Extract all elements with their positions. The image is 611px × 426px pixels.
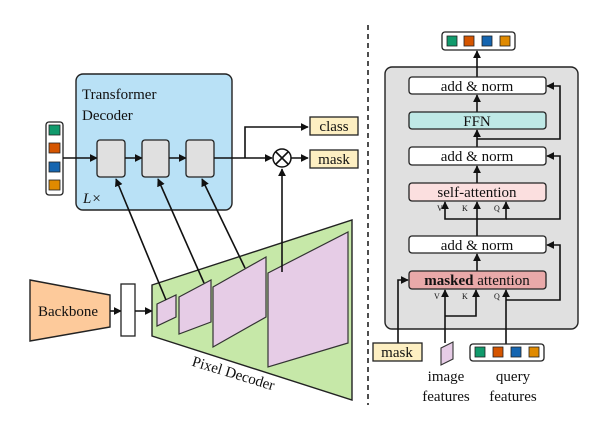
add-norm-bottom: [408, 235, 547, 254]
query-features-label: features: [489, 389, 537, 405]
query-tokens-input: [469, 343, 545, 362]
masked-attention-block: [408, 270, 547, 290]
decoder-layer-block: [185, 139, 215, 178]
image-features-label: image: [428, 369, 465, 385]
transformer-decoder-title-2: Decoder: [82, 108, 133, 124]
ffn-block: [408, 111, 547, 130]
k-label: K: [462, 292, 468, 301]
query-token: [48, 161, 61, 173]
decoder-layer-block: [96, 139, 126, 178]
masked-attention-label: masked attention: [424, 273, 530, 289]
add-norm-bottom-label: add & norm: [441, 238, 514, 254]
feature-map: [212, 255, 267, 349]
class-output: [309, 116, 359, 136]
image-features-label: features: [422, 389, 470, 405]
query-token: [48, 142, 61, 154]
layers-label: L×: [82, 191, 101, 207]
feature-map: [267, 231, 349, 368]
k-label: K: [462, 204, 468, 213]
v-label: V: [437, 204, 443, 213]
backbone: [29, 279, 111, 342]
q-label: Q: [494, 204, 500, 213]
query-features-label: query: [496, 369, 531, 385]
query-token: [48, 179, 61, 191]
query-token: [48, 124, 61, 136]
add-norm-mid: [408, 146, 547, 166]
mask-label: mask: [318, 152, 350, 168]
mask-input-label: mask: [381, 345, 413, 361]
decoder-layer-block: [141, 139, 170, 178]
transformer-decoder-title-1: Transformer: [82, 87, 156, 103]
class-label: class: [319, 119, 348, 135]
add-norm-mid-label: add & norm: [441, 149, 514, 165]
query-tokens-output: [441, 31, 516, 51]
feature-map: [178, 279, 212, 335]
q-label: Q: [494, 292, 500, 301]
backbone-label: Backbone: [38, 304, 98, 320]
mask-input: [372, 342, 423, 362]
self-attention-block: [408, 182, 547, 202]
image-feature-icon: [440, 341, 454, 366]
ffn-label: FFN: [463, 114, 491, 130]
query-tokens-left: [45, 121, 64, 196]
backbone-features: [120, 283, 136, 337]
feature-map: [156, 294, 177, 327]
add-norm-top-label: add & norm: [441, 79, 514, 95]
mask-output: [309, 149, 359, 169]
add-norm-top: [408, 76, 547, 95]
v-label: V: [434, 292, 440, 301]
self-attention-label: self-attention: [437, 185, 517, 201]
